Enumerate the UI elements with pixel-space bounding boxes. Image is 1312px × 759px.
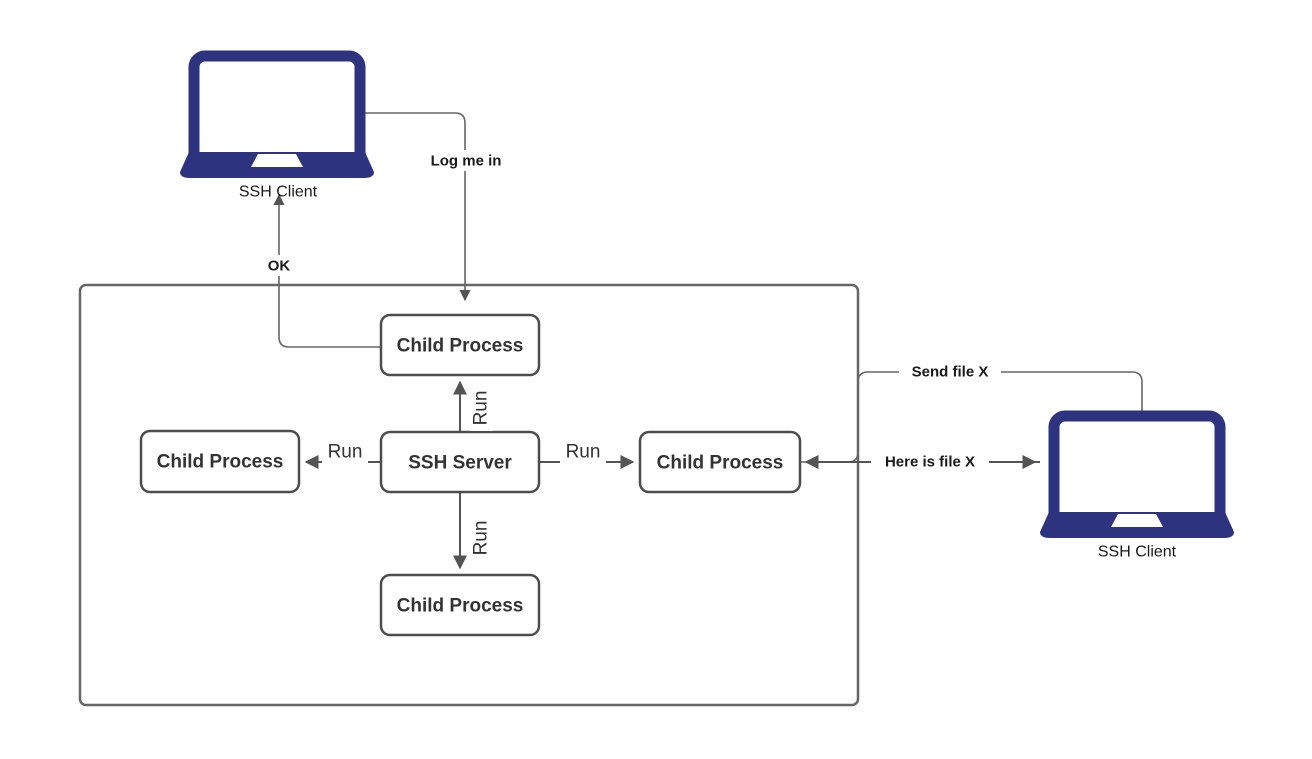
edge-label-send-file-x: Send file X — [899, 362, 1001, 383]
edge-label-log-me-in: Log me in — [411, 150, 521, 171]
edge-label-run-right-text: Run — [566, 442, 601, 463]
edge-label-run-down: Run — [470, 515, 493, 561]
edge-label-here-is-file-x: Here is file X — [871, 452, 989, 473]
edge-label-ok-text: OK — [268, 258, 291, 275]
node-child-bottom[interactable]: Child Process — [379, 573, 541, 637]
edge-label-here-is-file-x-text: Here is file X — [885, 454, 975, 471]
node-child-left[interactable]: Child Process — [139, 429, 301, 494]
node-ssh-server[interactable]: SSH Server — [379, 430, 541, 494]
ssh-client-right-label: SSH Client — [1098, 544, 1177, 561]
ssh-client-top-label: SSH Client — [239, 184, 318, 201]
edge-label-run-down-text: Run — [471, 521, 492, 556]
edge-label-ok: OK — [261, 255, 298, 276]
edge-send-file-x — [800, 371, 1143, 463]
edge-label-run-left: Run — [322, 441, 368, 464]
edge-label-run-left-text: Run — [328, 442, 363, 463]
node-ssh-server-label: SSH Server — [408, 453, 512, 474]
edge-label-send-file-x-text: Send file X — [912, 364, 989, 381]
node-child-left-label: Child Process — [157, 452, 284, 473]
node-child-bottom-label: Child Process — [397, 596, 524, 617]
edge-label-run-up-text: Run — [471, 391, 492, 426]
ssh-client-top-laptop-icon[interactable] — [180, 50, 374, 178]
ssh-client-right-laptop-icon[interactable] — [1040, 410, 1234, 538]
node-child-right[interactable]: Child Process — [638, 430, 802, 494]
server-host-container — [78, 283, 860, 707]
edge-ok — [273, 193, 381, 348]
edge-label-log-me-in-text: Log me in — [431, 153, 502, 170]
edge-label-run-up: Run — [470, 385, 493, 431]
edge-log-me-in — [358, 112, 471, 302]
node-child-top[interactable]: Child Process — [379, 313, 541, 377]
node-child-right-label: Child Process — [657, 453, 784, 474]
edge-label-run-right: Run — [560, 441, 606, 464]
node-child-top-label: Child Process — [397, 336, 524, 357]
